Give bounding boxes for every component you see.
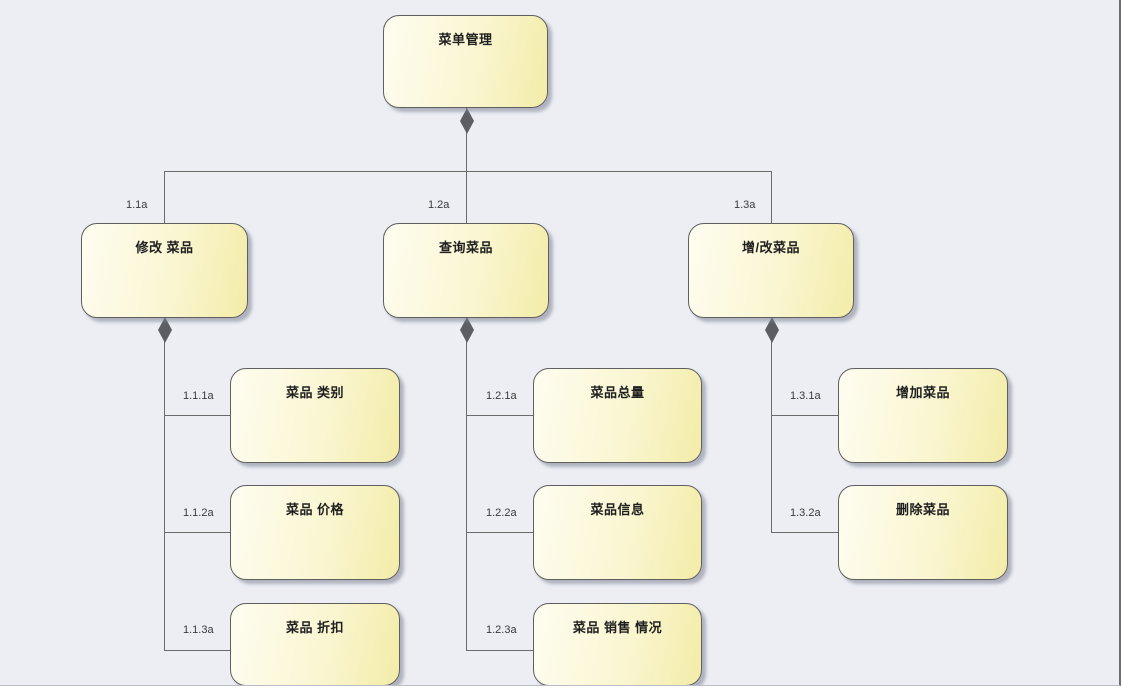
composition-diamond-addmod xyxy=(765,317,779,343)
node-label: 增加菜品 xyxy=(895,385,950,400)
connector-branch-1-3-1[interactable] xyxy=(771,415,838,416)
connector-branch-1-2-1[interactable] xyxy=(466,415,533,416)
connector-trunk-addmod[interactable] xyxy=(771,318,772,532)
node-add-modify-dish[interactable]: 增/改菜品 xyxy=(688,223,854,318)
edge-label[interactable]: 1.1.2a xyxy=(183,507,214,519)
edge-label[interactable]: 1.2.2a xyxy=(486,507,517,519)
connector-drop-modify[interactable] xyxy=(164,171,165,223)
connector-branch-1-1-3[interactable] xyxy=(164,650,230,651)
edge-label[interactable]: 1.1.3a xyxy=(183,624,214,636)
composition-diamond-modify xyxy=(158,317,172,343)
composition-diamond-query xyxy=(460,317,474,343)
edge-label[interactable]: 1.1.1a xyxy=(183,390,214,402)
node-label: 修改 菜品 xyxy=(135,240,194,255)
connector-branch-1-2-3[interactable] xyxy=(466,650,533,651)
node-label: 菜品 价格 xyxy=(285,502,345,517)
node-query-dish[interactable]: 查询菜品 xyxy=(383,223,549,318)
edge-label[interactable]: 1.2.1a xyxy=(486,390,517,402)
edge-label[interactable]: 1.2a xyxy=(428,199,450,211)
node-dish-category[interactable]: 菜品 类别 xyxy=(230,368,400,463)
node-label: 菜单管理 xyxy=(438,32,493,47)
connector-trunk-query[interactable] xyxy=(466,318,467,650)
edge-label[interactable]: 1.3.1a xyxy=(790,390,821,402)
node-dish-discount[interactable]: 菜品 折扣 xyxy=(230,603,400,685)
node-label: 删除菜品 xyxy=(895,502,950,517)
node-label: 菜品信息 xyxy=(590,502,645,517)
node-dish-sales[interactable]: 菜品 销售 情况 xyxy=(533,603,702,685)
node-label: 菜品 类别 xyxy=(285,385,345,400)
connector-branch-1-2-2[interactable] xyxy=(466,532,533,533)
node-menu-management[interactable]: 菜单管理 xyxy=(383,15,548,108)
node-delete-dish[interactable]: 删除菜品 xyxy=(838,485,1008,580)
connector-root-trunk[interactable] xyxy=(466,104,467,171)
edge-label[interactable]: 1.3a xyxy=(734,199,756,211)
node-label: 增/改菜品 xyxy=(741,240,801,255)
node-label: 菜品总量 xyxy=(590,385,645,400)
node-dish-total[interactable]: 菜品总量 xyxy=(533,368,702,463)
node-label: 查询菜品 xyxy=(438,240,493,255)
connector-drop-addmod[interactable] xyxy=(771,171,772,223)
node-dish-price[interactable]: 菜品 价格 xyxy=(230,485,400,580)
composition-diamond-root xyxy=(460,108,474,134)
node-label: 菜品 销售 情况 xyxy=(572,620,663,635)
edge-label[interactable]: 1.1a xyxy=(126,199,148,211)
edge-label[interactable]: 1.2.3a xyxy=(486,624,517,636)
connector-branch-1-3-2[interactable] xyxy=(771,532,838,533)
node-label: 菜品 折扣 xyxy=(285,620,345,635)
connector-branch-1-1-2[interactable] xyxy=(164,532,230,533)
connector-trunk-modify[interactable] xyxy=(164,318,165,650)
connector-drop-query[interactable] xyxy=(466,171,467,223)
node-add-dish[interactable]: 增加菜品 xyxy=(838,368,1008,463)
node-dish-info[interactable]: 菜品信息 xyxy=(533,485,702,580)
edge-label[interactable]: 1.3.2a xyxy=(790,507,821,519)
connector-branch-1-1-1[interactable] xyxy=(164,415,230,416)
node-modify-dish[interactable]: 修改 菜品 xyxy=(81,223,248,318)
connector-level1-bus[interactable] xyxy=(164,171,772,172)
